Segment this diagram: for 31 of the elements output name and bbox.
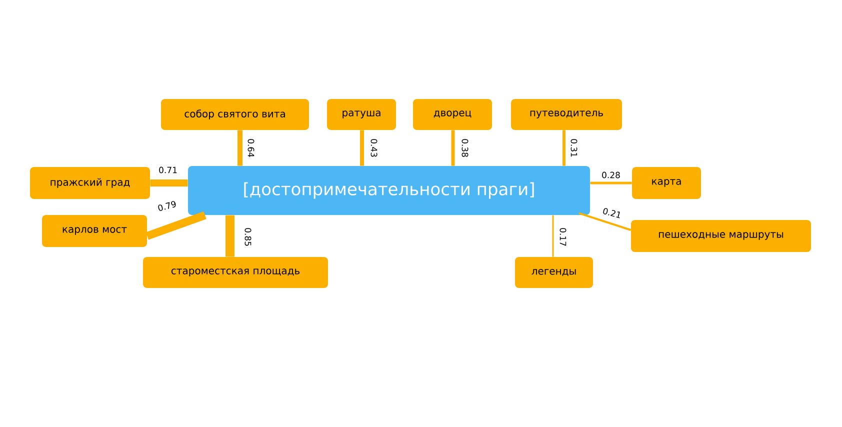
edge-label: 0.85 bbox=[244, 226, 252, 248]
connector-line bbox=[562, 130, 566, 166]
connector-line bbox=[238, 130, 242, 166]
topic-box: карта bbox=[632, 167, 701, 199]
connector-line bbox=[451, 130, 455, 166]
edge-label: 0.71 bbox=[158, 166, 178, 174]
connector-line bbox=[590, 182, 632, 184]
connector-line bbox=[578, 212, 632, 231]
topic-box: пешеходные маршруты bbox=[631, 220, 811, 252]
edge-label: 0.31 bbox=[570, 138, 578, 158]
topic-box: староместская площадь bbox=[143, 257, 328, 288]
edge-label: 0.64 bbox=[246, 138, 256, 158]
topic-box: легенды bbox=[515, 257, 593, 288]
edge-label: 0.38 bbox=[460, 138, 470, 158]
topic-box: пражский град bbox=[30, 167, 150, 199]
edge-label: 0.43 bbox=[370, 138, 378, 158]
topic-box: собор святого вита bbox=[161, 99, 309, 130]
topic-box: путеводитель bbox=[511, 99, 622, 130]
central-topic-box: [достопримечательности праги] bbox=[188, 166, 590, 215]
topic-box: ратуша bbox=[327, 99, 396, 130]
connector-line bbox=[360, 130, 364, 166]
topic-box: дворец bbox=[413, 99, 492, 130]
topic-box: карлов мост bbox=[42, 215, 147, 247]
edge-label: 0.79 bbox=[156, 199, 178, 213]
edge-label: 0.28 bbox=[600, 170, 622, 180]
edge-label: 0.21 bbox=[600, 206, 624, 220]
connector-line bbox=[146, 211, 206, 240]
edge-label: 0.17 bbox=[558, 226, 568, 248]
connector-line bbox=[150, 180, 188, 186]
connector-line bbox=[226, 215, 234, 257]
connector-line bbox=[552, 215, 554, 257]
